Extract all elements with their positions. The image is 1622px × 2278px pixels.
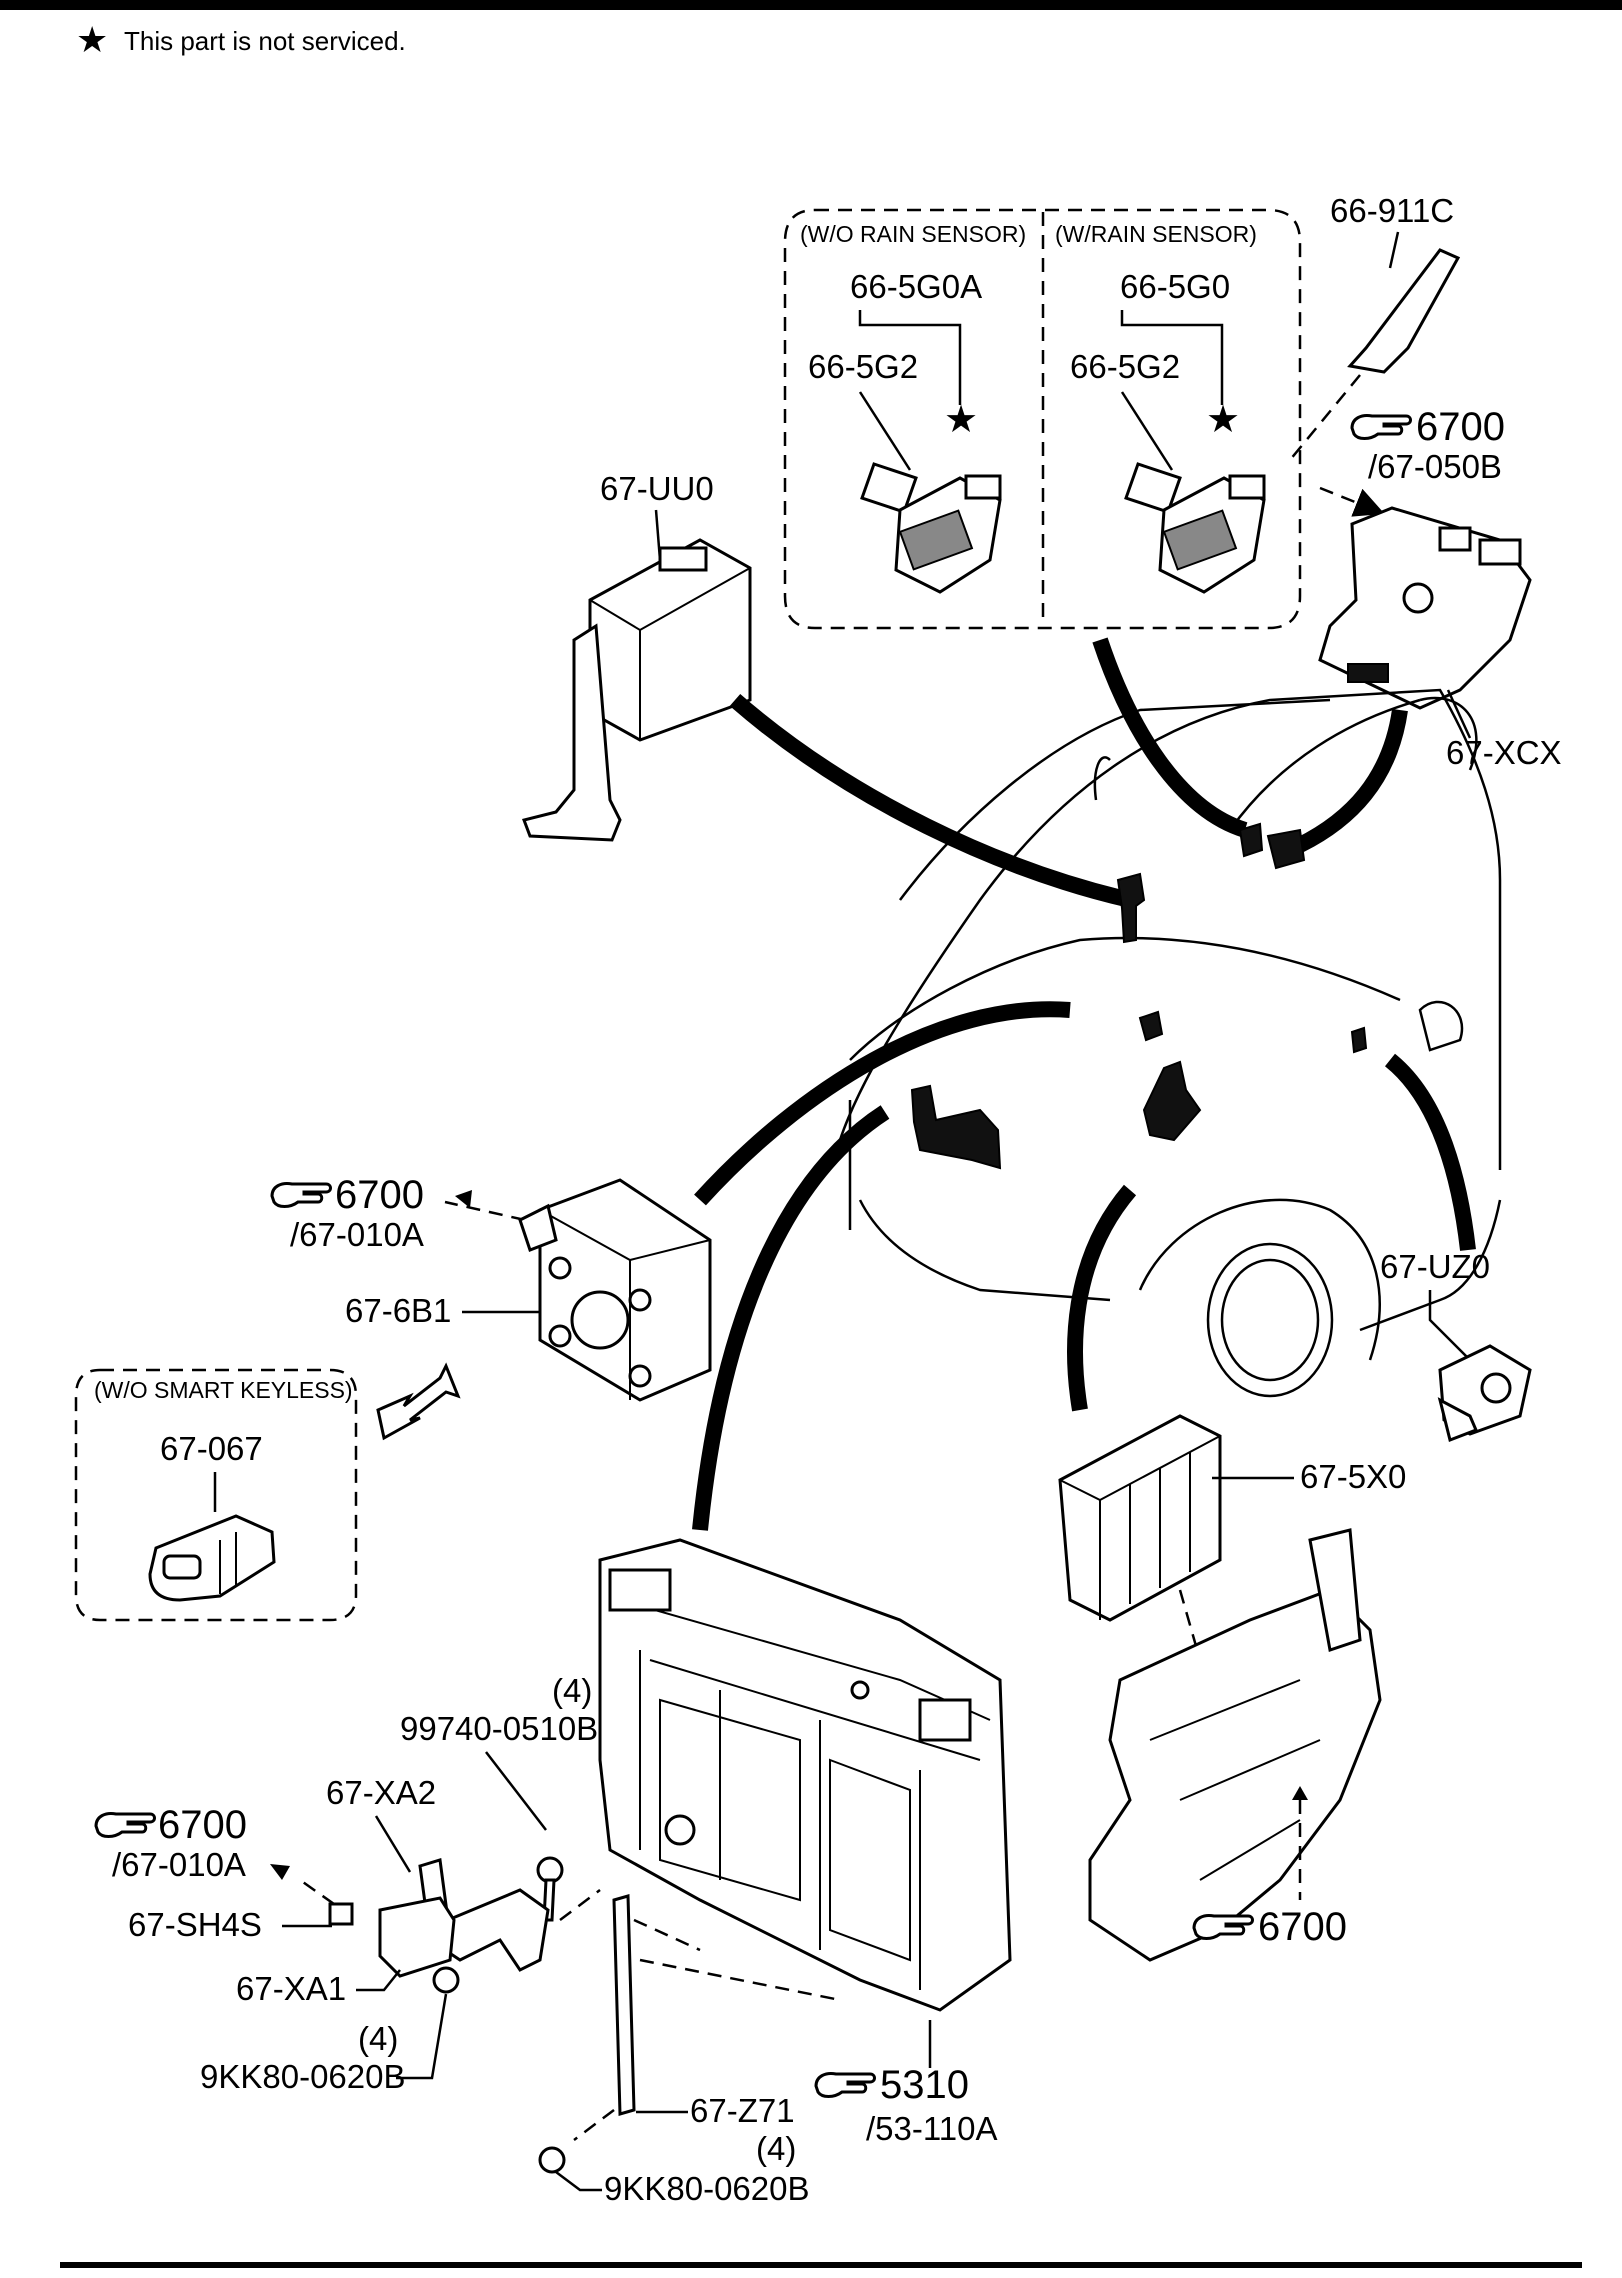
- label-66-911C: 66-911C: [1330, 192, 1454, 229]
- ref-r5-sub: /53-110A: [866, 2110, 997, 2147]
- bolt-99740: [536, 1856, 564, 1884]
- car-part-xcx: [1266, 828, 1306, 870]
- dash-xa2: [559, 1889, 601, 1921]
- label-wo-smart-keyless: (W/O SMART KEYLESS): [94, 1377, 353, 1403]
- label-9KK80-0620B-b: 9KK80-0620B: [604, 2170, 810, 2207]
- car-part-uu0: [1116, 872, 1146, 944]
- leader-67-XCX: [1446, 689, 1472, 739]
- pointing-hand-icon-r4: [1192, 1914, 1254, 1940]
- ref-r1-num: 6700: [1416, 405, 1505, 449]
- label-67-067: 67-067: [160, 1430, 263, 1467]
- leader-66-911C: [1388, 231, 1400, 269]
- label-67-6B1: 67-6B1: [345, 1292, 451, 1329]
- dash-arrow-xcx: [1319, 486, 1385, 517]
- ref-r3-num: 6700: [158, 1803, 247, 1847]
- fuse-box-cover: [1058, 1414, 1222, 1622]
- band-67-UU0: [729, 693, 1132, 908]
- pointing-hand-icon-r2: [270, 1182, 332, 1208]
- leader-99740: [485, 1751, 547, 1831]
- bar-67-Z71: [612, 1894, 636, 2116]
- leader-66-5G2-right: [1120, 391, 1174, 471]
- leader-66-5G0A: [858, 310, 962, 405]
- label-66-5G2-left: 66-5G2: [808, 348, 918, 385]
- leader-66-5G0: [1120, 310, 1224, 405]
- band-radiator-support: [692, 1105, 890, 1531]
- ref-r2-sub: /67-010A: [290, 1216, 424, 1253]
- bolt-9KK-b: [538, 2146, 566, 2174]
- leader-67-XA2: [374, 1815, 412, 1873]
- label-67-Z71: 67-Z71: [690, 2092, 795, 2129]
- label-9KK-b-qty: (4): [756, 2130, 796, 2167]
- car-part-center: [1138, 1010, 1164, 1042]
- ref-r1-sub: /67-050B: [1368, 448, 1502, 485]
- label-66-5G2-right: 66-5G2: [1070, 348, 1180, 385]
- band-67-UZ0: [1384, 1053, 1476, 1251]
- label-66-5G0A: 66-5G0A: [850, 268, 982, 305]
- ref-r2-num: 6700: [335, 1173, 424, 1217]
- label-w-rain-sensor: (W/RAIN SENSOR): [1055, 221, 1257, 247]
- module-bracket: [522, 623, 622, 842]
- unit-67-6B1: [538, 1178, 712, 1402]
- leader-67-UZ0: [1428, 1290, 1471, 1361]
- bottom-rule: [60, 2262, 1582, 2268]
- band-67-6B1: [694, 1001, 1071, 1206]
- note-text: This part is not serviced.: [124, 26, 406, 56]
- vehicle-outline: [838, 688, 1502, 1398]
- label-9KK-a-qty: (4): [358, 2020, 398, 2057]
- label-67-UZ0: 67-UZ0: [1380, 1248, 1490, 1285]
- label-67-XCX: 67-XCX: [1446, 734, 1562, 771]
- car-part-horn: [910, 1084, 1002, 1170]
- leader-66-5G2-left: [858, 391, 912, 471]
- dash-z71: [633, 1918, 841, 2002]
- band-rain-sensor: [1092, 637, 1248, 838]
- leader-67-XA1: [356, 1969, 401, 1992]
- bolt-9KK-a: [432, 1966, 460, 1994]
- star-icon-right: ★: [1206, 399, 1240, 441]
- car-part-uz0: [1350, 1026, 1368, 1054]
- dash-9KK-b: [573, 2109, 615, 2141]
- car-part-fusebox: [1142, 1060, 1202, 1142]
- sensor-cover: [1347, 248, 1461, 374]
- radiator-support-frame: [598, 1538, 1012, 2012]
- label-99740-qty: (4): [552, 1672, 592, 1709]
- label-67-UU0: 67-UU0: [600, 470, 714, 507]
- ref-r3-sub: /67-010A: [112, 1846, 246, 1883]
- star-icon: ★: [76, 19, 108, 60]
- label-99740-0510B: 99740-0510B: [400, 1710, 598, 1747]
- label-67-XA2: 67-XA2: [326, 1774, 436, 1811]
- clip-67-SH4S: [328, 1902, 354, 1926]
- label-wo-rain-sensor: (W/O RAIN SENSOR): [800, 221, 1026, 247]
- pointing-hand-icon-r1: [1350, 414, 1412, 440]
- rain-sensor-group-box: [783, 208, 1302, 630]
- band-67-5X0: [1067, 1184, 1137, 1412]
- band-67-XCX: [1296, 708, 1408, 853]
- pointing-hand-icon-r5: [814, 2072, 876, 2098]
- label-67-XA1: 67-XA1: [236, 1970, 346, 2007]
- top-rule: [0, 0, 1622, 10]
- interchange-arrow: [376, 1362, 461, 1441]
- dash-r3: [299, 1878, 335, 1906]
- label-9KK80-0620B-a: 9KK80-0620B: [200, 2058, 406, 2095]
- ref-r4-num: 6700: [1258, 1905, 1347, 1949]
- ref-r5-num: 5310: [880, 2063, 969, 2107]
- label-67-5X0: 67-5X0: [1300, 1458, 1406, 1495]
- leader-9KK-b: [555, 2171, 602, 2192]
- pointing-hand-icon-r3: [94, 1812, 156, 1838]
- label-66-5G0: 66-5G0: [1120, 268, 1230, 305]
- label-67-SH4S: 67-SH4S: [128, 1906, 262, 1943]
- leader-9KK-a: [396, 1993, 448, 2080]
- smart-keyless-group-box: [74, 1368, 358, 1622]
- dash-r2: [444, 1200, 526, 1222]
- star-icon-left: ★: [944, 399, 978, 441]
- sensor-67-XA1: [378, 1896, 456, 1978]
- dash-66-911C: [1289, 374, 1361, 461]
- dash-5X0: [1178, 1589, 1202, 1661]
- car-part-sensor: [1238, 822, 1264, 858]
